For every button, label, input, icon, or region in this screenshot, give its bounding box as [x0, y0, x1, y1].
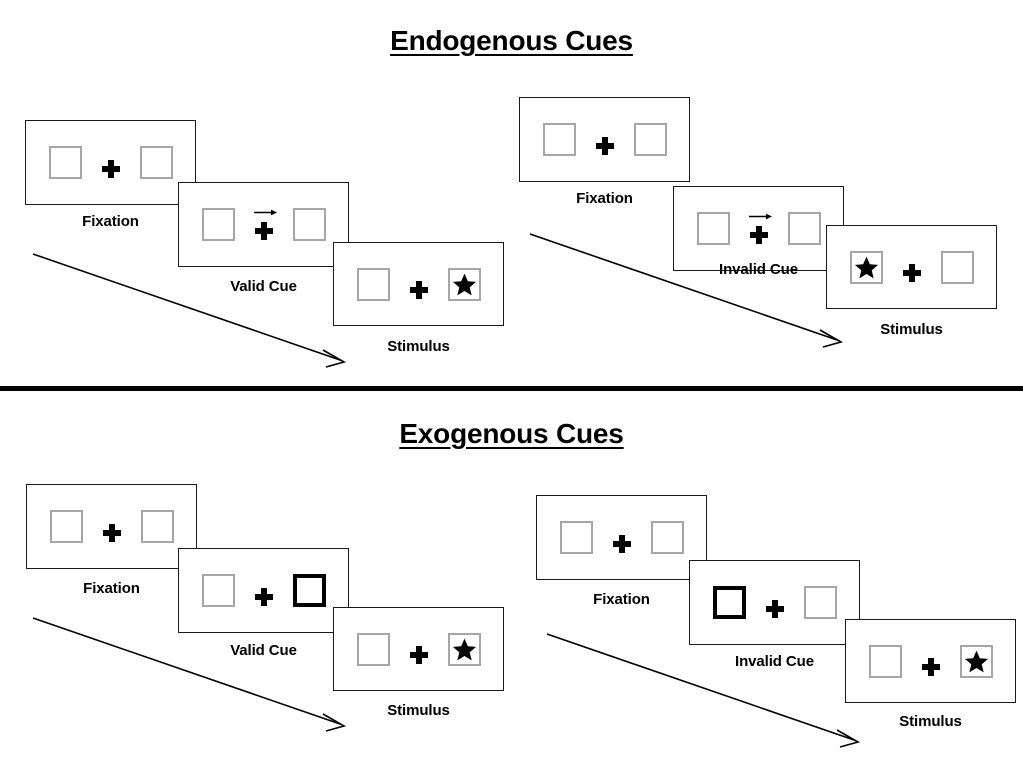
- trial-frame-endogenous-invalid-cue: [673, 186, 844, 271]
- right-placeholder-box: [447, 267, 481, 301]
- fixation-slot: [748, 212, 772, 246]
- fixation-slot: [408, 267, 430, 301]
- left-placeholder-box: [696, 212, 730, 245]
- plus-cross-icon: [254, 221, 274, 241]
- fixation-slot: [253, 208, 277, 242]
- left-placeholder-box: [201, 208, 235, 241]
- step-label-valid-cue: Valid Cue: [230, 278, 297, 295]
- plus-cross-icon: [765, 599, 785, 619]
- plus-cross-icon: [254, 587, 274, 607]
- left-placeholder-box: [48, 146, 82, 179]
- left-placeholder-box: [356, 632, 390, 666]
- right-placeholder-box: [292, 208, 326, 241]
- trial-frame-exogenous-invalid-stimulus: [845, 619, 1016, 703]
- step-label-invalid-cue: Invalid Cue: [719, 261, 798, 278]
- trial-frame-exogenous-valid-cue: [178, 548, 349, 633]
- fixation-slot: [594, 123, 616, 157]
- fixation-slot: [100, 146, 122, 180]
- left-placeholder-box-cued: [712, 586, 746, 619]
- plus-cross-icon: [102, 523, 122, 543]
- right-placeholder-box: [803, 586, 837, 619]
- step-label-valid-cue: Valid Cue: [230, 642, 297, 659]
- step-label-stimulus: Stimulus: [880, 321, 943, 338]
- fixation-slot: [611, 521, 633, 555]
- trial-frame-endogenous-invalid-stimulus: [826, 225, 997, 309]
- plus-cross-icon: [595, 136, 615, 156]
- trial-frame-exogenous-valid-fixation: [26, 484, 197, 569]
- diagonal-arrow-icon: [529, 233, 844, 348]
- section-divider: [0, 386, 1023, 391]
- step-label-fixation: Fixation: [82, 213, 139, 230]
- trial-frame-exogenous-invalid-fixation: [536, 495, 707, 580]
- section-title-endogenous: Endogenous Cues: [390, 25, 633, 56]
- fixation-slot: [408, 632, 430, 666]
- left-placeholder-box: [201, 574, 235, 607]
- right-placeholder-box: [940, 250, 974, 284]
- step-label-stimulus: Stimulus: [899, 713, 962, 730]
- left-placeholder-box: [559, 521, 593, 554]
- trial-frame-endogenous-valid-fixation: [25, 120, 196, 205]
- left-placeholder-box: [542, 123, 576, 156]
- star-icon: [452, 273, 476, 295]
- diagonal-arrow-icon: [546, 633, 861, 748]
- trial-frame-endogenous-valid-stimulus: [333, 242, 504, 326]
- left-placeholder-box: [849, 250, 883, 284]
- fixation-slot: [920, 644, 942, 678]
- right-placeholder-box: [787, 212, 821, 245]
- right-placeholder-box: [650, 521, 684, 554]
- right-placeholder-box: [139, 146, 173, 179]
- right-placeholder-box: [447, 632, 481, 666]
- plus-cross-icon: [101, 159, 121, 179]
- arrow-right-icon: [748, 213, 772, 219]
- section-title-exogenous: Exogenous Cues: [399, 418, 624, 449]
- left-placeholder-box: [49, 510, 83, 543]
- step-label-fixation: Fixation: [83, 580, 140, 597]
- step-label-fixation: Fixation: [593, 591, 650, 608]
- plus-cross-icon: [409, 645, 429, 665]
- trial-frame-endogenous-invalid-fixation: [519, 97, 690, 182]
- trial-frame-exogenous-invalid-cue: [689, 560, 860, 645]
- right-placeholder-box: [959, 644, 993, 678]
- step-label-stimulus: Stimulus: [387, 338, 450, 355]
- step-label-stimulus: Stimulus: [387, 702, 450, 719]
- right-placeholder-box-cued: [292, 574, 326, 607]
- plus-cross-icon: [409, 280, 429, 300]
- right-placeholder-box: [140, 510, 174, 543]
- plus-cross-icon: [902, 263, 922, 283]
- plus-cross-icon: [612, 534, 632, 554]
- star-icon: [854, 256, 878, 278]
- plus-cross-icon: [921, 657, 941, 677]
- step-label-fixation: Fixation: [576, 190, 633, 207]
- left-placeholder-box: [356, 267, 390, 301]
- trial-frame-endogenous-valid-cue: [178, 182, 349, 267]
- step-label-invalid-cue: Invalid Cue: [735, 653, 814, 670]
- diagonal-arrow-icon: [32, 253, 347, 368]
- left-placeholder-box: [868, 644, 902, 678]
- fixation-slot: [101, 510, 123, 544]
- trial-frame-exogenous-valid-stimulus: [333, 607, 504, 691]
- plus-cross-icon: [749, 225, 769, 245]
- fixation-slot: [901, 250, 923, 284]
- arrow-right-icon: [253, 209, 277, 215]
- fixation-slot: [764, 586, 786, 620]
- fixation-slot: [253, 574, 275, 608]
- star-icon: [964, 650, 988, 672]
- star-icon: [452, 638, 476, 660]
- diagonal-arrow-icon: [32, 617, 347, 732]
- right-placeholder-box: [633, 123, 667, 156]
